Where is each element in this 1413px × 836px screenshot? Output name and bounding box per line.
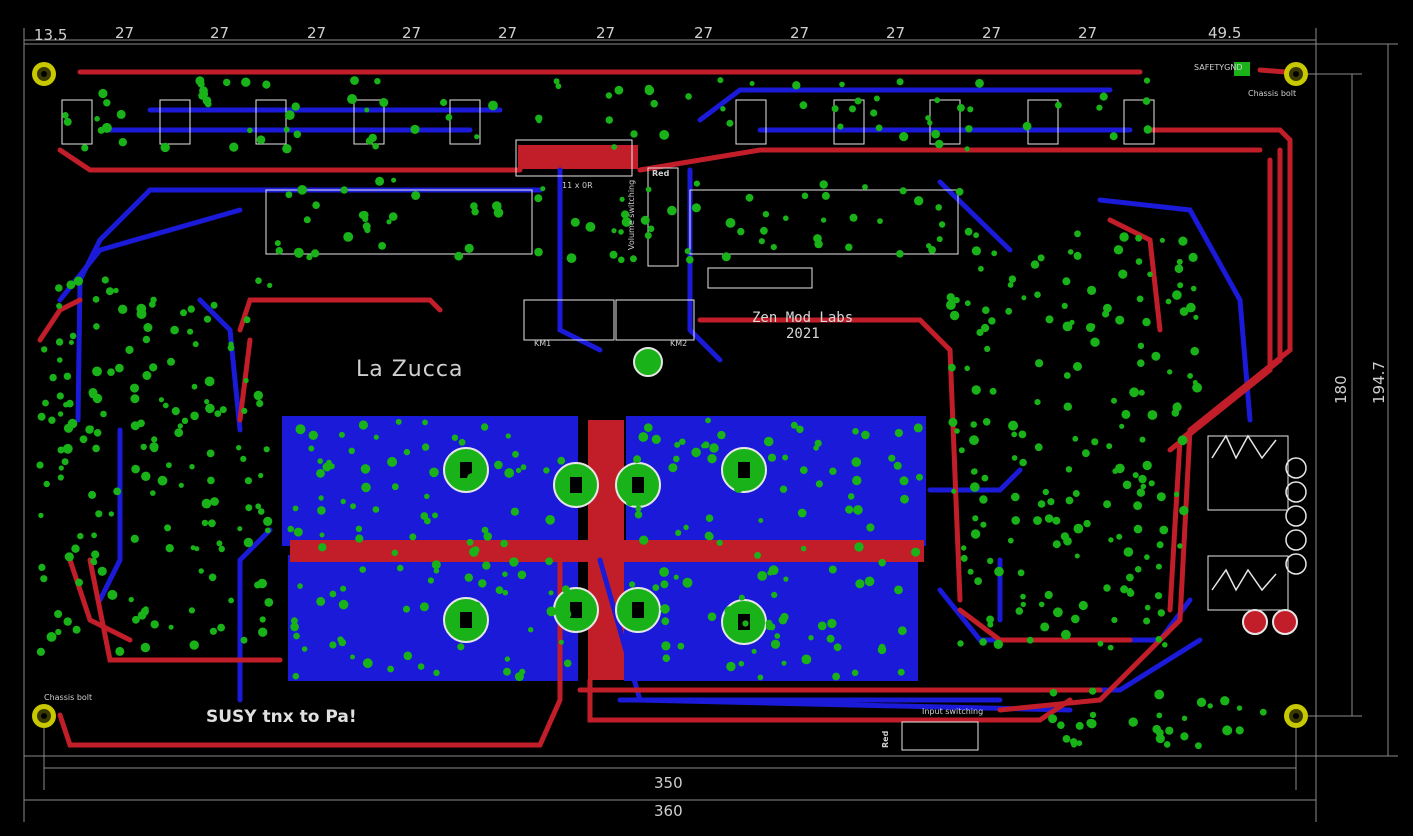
km1-label: KM1 xyxy=(534,339,551,348)
dim-top-4: 27 xyxy=(402,24,421,42)
credit-note: SUSY tnx to Pa! xyxy=(206,707,357,727)
board-outline xyxy=(23,43,1317,757)
mount-hole-bl[interactable] xyxy=(32,704,56,728)
safety-ground-pad[interactable] xyxy=(1234,62,1250,76)
volume-switching-label: Volume switching xyxy=(627,180,636,250)
dim-top-0: 13.5 xyxy=(34,26,67,44)
dim-top-11: 27 xyxy=(1078,24,1097,42)
dim-top-9: 27 xyxy=(886,24,905,42)
red-bottom-label: Red xyxy=(881,730,890,748)
dim-top-3: 27 xyxy=(307,24,326,42)
dim-right-outer: 194.7 xyxy=(1370,361,1388,404)
capacitor-polarity-marks xyxy=(460,462,750,630)
dim-top-5: 27 xyxy=(498,24,517,42)
chassis-bolt-tr-label: Chassis bolt xyxy=(1248,89,1296,98)
top-traces xyxy=(37,67,1293,748)
dim-top-12: 49.5 xyxy=(1208,24,1241,42)
switch-top-label: 11 x 0R xyxy=(562,181,593,190)
top-relay-columns xyxy=(61,99,1155,145)
safety-label: SAFETYGND xyxy=(1194,63,1242,72)
bottom-copper-pours xyxy=(282,416,926,681)
dim-top-8: 27 xyxy=(790,24,809,42)
mount-hole-tl[interactable] xyxy=(32,62,56,86)
component-pads xyxy=(36,76,1267,750)
dim-top-6: 27 xyxy=(596,24,615,42)
dim-top-1: 27 xyxy=(115,24,134,42)
dim-top-7: 27 xyxy=(694,24,713,42)
dim-bottom-inner: 350 xyxy=(654,774,683,792)
relay-blocks xyxy=(265,139,1289,751)
red-top-label: Red xyxy=(652,169,670,178)
dim-right-inner: 180 xyxy=(1332,375,1350,404)
board-title: La Zucca xyxy=(356,357,463,382)
top-dimension-labels: 13.5 27 27 27 27 27 27 27 27 27 27 27 49… xyxy=(34,24,1241,44)
mount-hole-tr[interactable] xyxy=(1284,62,1308,86)
mount-hole-br[interactable] xyxy=(1284,704,1308,728)
input-switching-label: Input switching xyxy=(922,707,983,716)
brand-year: 2021 xyxy=(786,326,820,342)
chassis-bolt-bl-label: Chassis bolt xyxy=(44,693,92,702)
power-connector-outline xyxy=(1211,434,1307,592)
dim-bottom-outer: 360 xyxy=(654,802,683,820)
brand-name: Zen Mod Labs xyxy=(752,310,853,326)
dim-top-10: 27 xyxy=(982,24,1001,42)
dim-top-2: 27 xyxy=(210,24,229,42)
km2-label: KM2 xyxy=(670,339,687,348)
mounting-holes xyxy=(32,62,1308,728)
top-copper-pours xyxy=(290,145,924,680)
